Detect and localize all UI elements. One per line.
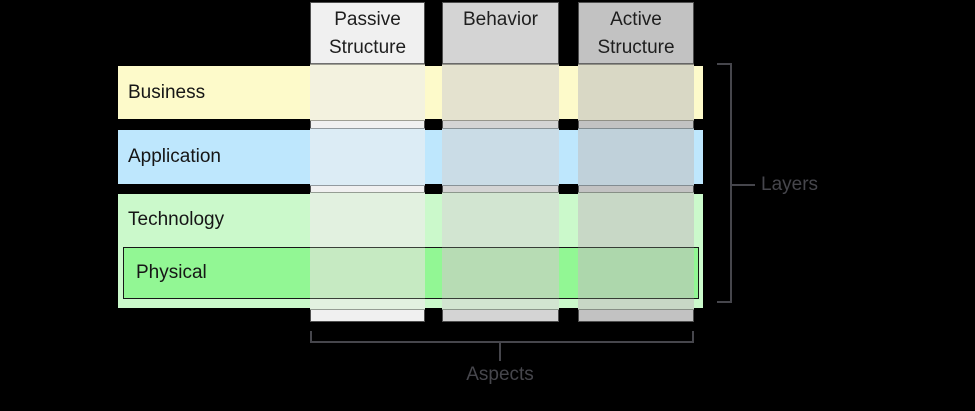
cell-business-behavior: [442, 64, 559, 121]
layers-bracket-line: [730, 63, 732, 303]
aspects-bracket-left-tick: [310, 331, 312, 343]
aspects-bracket-line: [310, 341, 694, 343]
aspects-label: Aspects: [466, 364, 534, 385]
aspect-header-behavior: Behavior: [443, 3, 558, 64]
layer-label-business: Business: [128, 81, 206, 103]
layers-bracket-bottom-tick: [717, 301, 732, 303]
layer-label-physical: Physical: [136, 262, 207, 283]
layer-label-application: Application: [128, 146, 221, 167]
layers-bracket-top-tick: [717, 63, 732, 65]
cell-business-active: [578, 64, 694, 121]
layers-bracket-label-tick: [730, 184, 755, 186]
aspects-bracket-label-tick: [499, 341, 501, 361]
layers-label: Layers: [761, 174, 819, 195]
cell-business-passive: [310, 64, 425, 121]
cell-application-passive: [310, 128, 425, 186]
cell-application-behavior: [442, 128, 559, 186]
cell-application-active: [578, 128, 694, 186]
aspect-header-passive-structure: Passive Structure: [311, 3, 424, 64]
layer-label-technology: Technology: [128, 209, 225, 230]
physical-box-outline: [123, 247, 699, 299]
aspect-header-active-structure: Active Structure: [579, 3, 693, 64]
aspects-bracket-right-tick: [692, 331, 694, 343]
